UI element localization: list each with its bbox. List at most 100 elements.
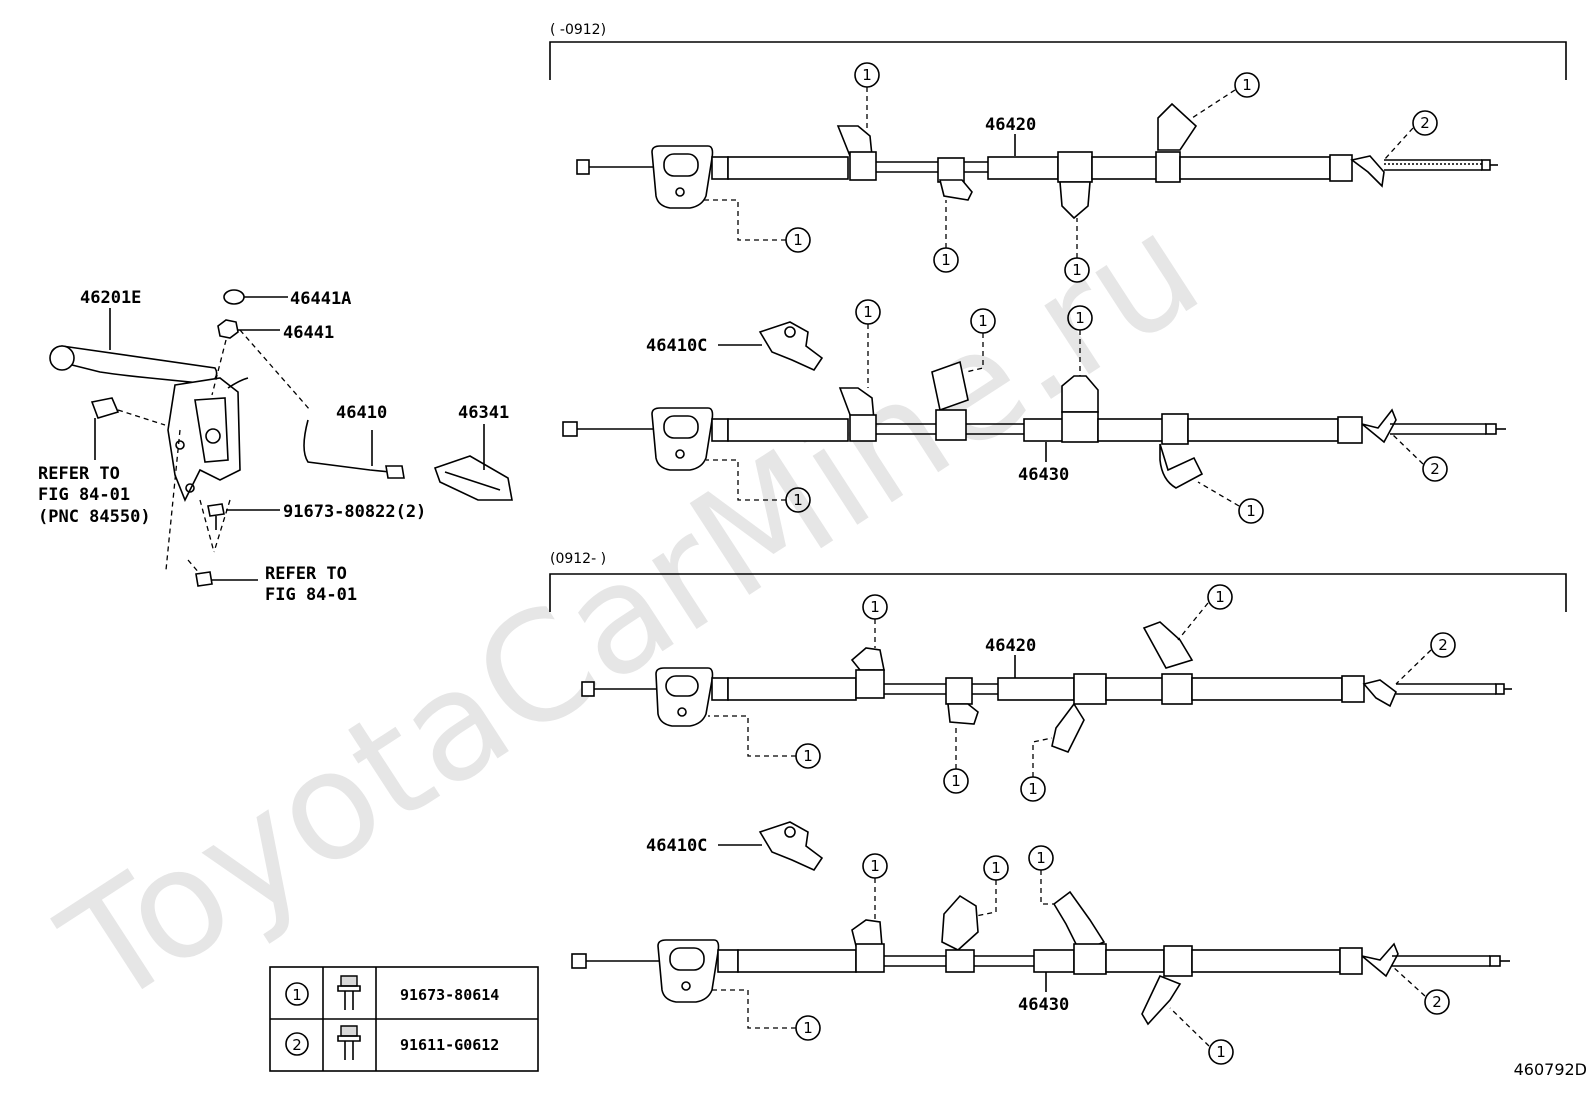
bolt-91673-80822	[199, 499, 280, 553]
ref1-line1: REFER TO	[38, 464, 120, 484]
callout-number: 2	[1432, 993, 1442, 1011]
callout-number: 1	[1072, 261, 1082, 279]
callout-number: 1	[1028, 780, 1038, 798]
label-46420-late: 46420	[985, 636, 1036, 656]
callout-number: 1	[1075, 309, 1085, 327]
callout-number: 1	[863, 303, 873, 321]
callout-number: 2	[1420, 114, 1430, 132]
callout-circle	[933, 247, 959, 273]
cable-46420-late	[581, 621, 1512, 754]
ref2-line2: FIG 84-01	[265, 585, 357, 605]
lever-switch	[90, 397, 120, 419]
callout-number: 1	[991, 859, 1001, 877]
period-top-bracket	[549, 41, 1567, 80]
cover-46341	[433, 424, 513, 501]
callout-circle	[862, 594, 888, 620]
callout-circle	[1412, 110, 1438, 136]
callout-number: 1	[978, 312, 988, 330]
bolt-refer	[165, 429, 258, 587]
callout-leader	[1197, 481, 1240, 507]
bolt-icon	[340, 1025, 358, 1037]
callout-number: 1	[1036, 849, 1046, 867]
callout-circle	[1028, 845, 1054, 871]
ref2-line1: REFER TO	[265, 564, 347, 584]
callout-leader	[712, 989, 796, 1029]
label-46410c-bottom: 46410C	[646, 836, 707, 856]
label-46430-early: 46430	[1018, 465, 1069, 485]
ref1-line3: (PNC 84550)	[38, 507, 151, 527]
label-46410: 46410	[336, 403, 387, 423]
legend-table	[269, 966, 539, 1072]
callout-number: 1	[870, 598, 880, 616]
callout-number: 1	[862, 66, 872, 84]
callout-number: 1	[1215, 588, 1225, 606]
callout-leader	[706, 459, 786, 501]
label-46441: 46441	[283, 323, 334, 343]
callout-circle	[1422, 456, 1448, 482]
callout-leader	[965, 333, 984, 373]
callout-number: 1	[1242, 76, 1252, 94]
period-bottom-label: (0912- )	[550, 551, 606, 567]
callout-circle	[1207, 584, 1233, 610]
ref1-line2: FIG 84-01	[38, 485, 130, 505]
watermark-text: ToyotaCarMine.ru	[34, 181, 1229, 1041]
legend-part-1: 91673-80614	[400, 986, 499, 1004]
bolt-icon	[340, 975, 358, 987]
callout-circle	[1064, 257, 1090, 283]
callout-leader	[1177, 602, 1209, 641]
legend-mark-2: 2	[292, 1036, 302, 1054]
callout-number: 1	[1216, 1043, 1226, 1061]
label-46420-early: 46420	[985, 115, 1036, 135]
callout-circle	[785, 487, 811, 513]
callout-circle	[855, 299, 881, 325]
lever-grip	[50, 345, 218, 385]
callout-circle	[970, 308, 996, 334]
callout-leader	[700, 199, 786, 241]
callout-number: 1	[803, 1019, 813, 1037]
parking-brake-lever-assembly	[49, 345, 249, 502]
cable-46420-early	[576, 102, 1498, 220]
callout-number: 1	[1246, 502, 1256, 520]
callout-leader	[1391, 433, 1424, 465]
label-46201e: 46201E	[80, 288, 141, 308]
label-46410c-top: 46410C	[646, 336, 707, 356]
callout-number: 1	[941, 251, 951, 269]
callout-circle	[785, 227, 811, 253]
period-bottom-bracket	[549, 573, 1567, 612]
callout-circle	[795, 1015, 821, 1041]
callout-circle	[1208, 1039, 1234, 1065]
callout-leader	[1383, 127, 1414, 161]
callout-number: 1	[793, 231, 803, 249]
callout-circle	[862, 853, 888, 879]
label-91673-80822: 91673-80822(2)	[283, 502, 426, 522]
callout-circle	[1430, 632, 1456, 658]
callout-circle	[1020, 776, 1046, 802]
callout-number: 1	[870, 857, 880, 875]
nut-46441	[217, 319, 280, 339]
cable-46430-early	[562, 360, 1506, 489]
callout-number: 1	[793, 491, 803, 509]
callout-leader	[1032, 737, 1053, 777]
callout-leader	[1040, 870, 1054, 905]
switch-cable-46410	[303, 419, 405, 479]
label-46441a: 46441A	[290, 289, 351, 309]
lever-body	[167, 377, 241, 502]
callout-leader	[1395, 649, 1432, 685]
callout-leader	[1391, 965, 1426, 997]
callout-circle	[943, 768, 969, 794]
callout-leader	[975, 880, 997, 917]
callout-number: 2	[1430, 460, 1440, 478]
label-46430-late: 46430	[1018, 995, 1069, 1015]
callout-circle	[1067, 305, 1093, 331]
legend-part-2: 91611-G0612	[400, 1036, 499, 1054]
callout-circle	[983, 855, 1009, 881]
cable-46430-late	[571, 890, 1510, 1026]
cap-46441a	[223, 289, 288, 305]
callout-circle	[854, 62, 880, 88]
label-46341: 46341	[458, 403, 509, 423]
callout-circle	[795, 743, 821, 769]
period-top-label: ( -0912)	[550, 22, 606, 38]
callout-leader	[1191, 89, 1236, 119]
